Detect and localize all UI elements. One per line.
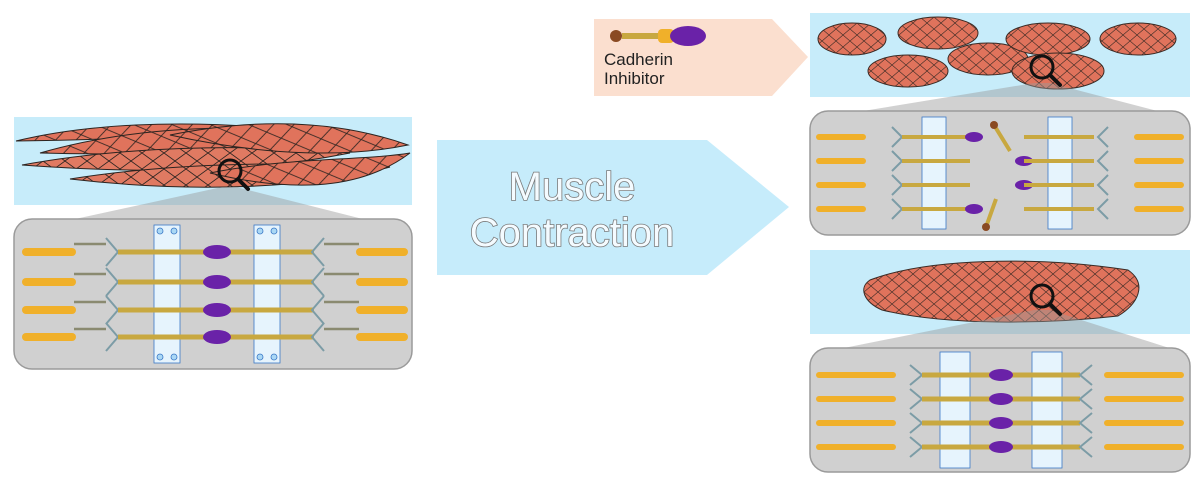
inhibitor-label-line2: Inhibitor	[604, 69, 665, 88]
relaxed-panel	[10, 113, 418, 373]
inhibited-illustration	[809, 13, 1191, 236]
inhibitor-arrow: Cadherin Inhibitor	[594, 19, 808, 96]
contraction-arrow: Muscle Contraction	[437, 140, 789, 275]
arrow-shape	[437, 140, 789, 275]
free-cadherin-icon	[982, 121, 1012, 231]
zoom-projection	[814, 310, 1188, 354]
sarcomere-inset	[809, 110, 1191, 236]
sarcomere-row	[816, 388, 1184, 410]
membrane-right	[253, 224, 281, 364]
sarcomere-row	[22, 237, 408, 267]
cell-clump	[817, 22, 887, 56]
cell-clump	[1011, 52, 1105, 90]
sarcomere-row	[22, 295, 408, 325]
sarcomere-row	[816, 150, 1184, 172]
sarcomere-row	[816, 198, 1184, 220]
inhibitor-label-line1: Cadherin	[604, 50, 673, 69]
cell-clump	[897, 16, 979, 50]
contracted-cell-mass	[863, 260, 1140, 323]
inhibited-panel	[808, 11, 1192, 237]
sarcomere-inset	[809, 347, 1191, 473]
sarcomere-diagram	[816, 351, 1184, 469]
magnifier-icon	[1029, 283, 1062, 316]
sarcomere-row	[816, 412, 1184, 434]
sarcomere-row	[816, 174, 1184, 196]
sarcomere-row	[816, 126, 1184, 148]
cell-clump	[867, 54, 949, 88]
magnifier-icon	[1029, 54, 1062, 87]
sarcomere-row	[22, 322, 408, 352]
relaxed-illustration	[13, 117, 413, 370]
cadherin-molecule-icon	[610, 26, 706, 46]
sarcomere-row	[816, 364, 1184, 386]
contracted-panel	[808, 250, 1192, 476]
cell-clump	[1005, 22, 1091, 56]
muscle-cell	[209, 152, 411, 186]
inhibitor-arrow-shape	[594, 19, 808, 96]
arrow-label-line2: Contraction	[469, 210, 675, 256]
membrane-left	[153, 224, 181, 364]
contracted-illustration	[809, 250, 1191, 473]
sarcomere-row	[22, 267, 408, 297]
zoom-projection	[814, 83, 1188, 119]
muscle-cell	[169, 123, 410, 154]
disrupted-sarcomere	[816, 116, 1184, 231]
sarcomere-diagram	[22, 224, 408, 364]
sarcomere-inset	[13, 218, 413, 370]
magnifier-icon	[217, 158, 250, 191]
cell-clump	[1099, 22, 1177, 56]
arrow-label-line1: Muscle	[508, 164, 636, 210]
sarcomere-row	[816, 436, 1184, 458]
